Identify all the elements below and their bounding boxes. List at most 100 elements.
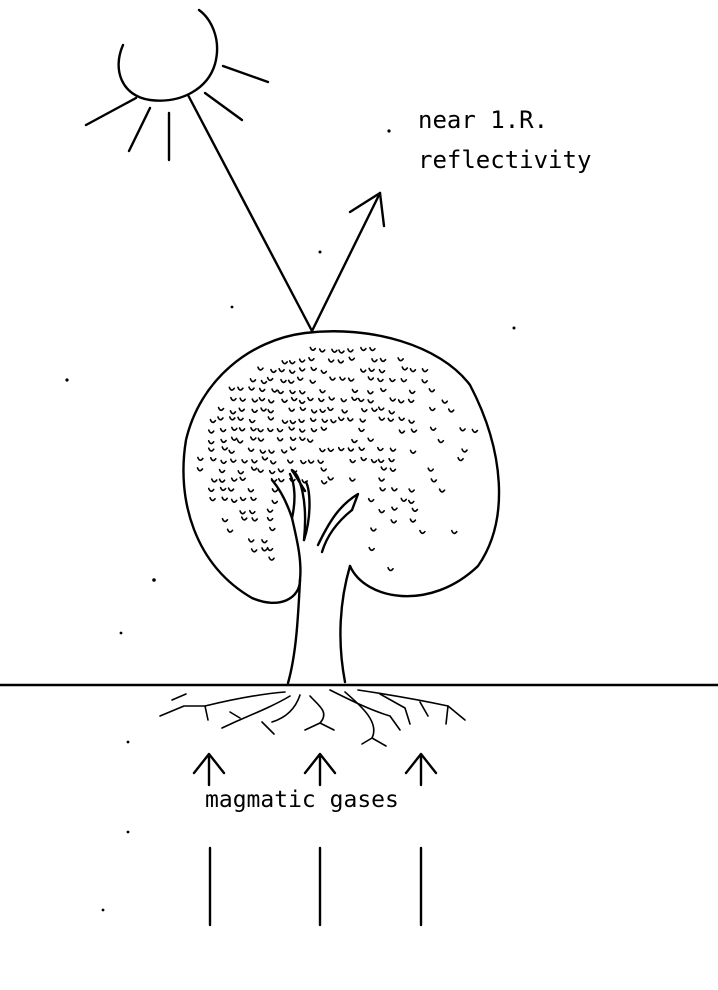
- leaf-mark: [409, 420, 414, 423]
- leaf-mark: [409, 500, 414, 503]
- leaf-mark: [281, 380, 286, 383]
- leaf-mark: [359, 399, 364, 402]
- gas-arrow: [305, 754, 335, 785]
- leaf-mark: [232, 499, 237, 502]
- leaf-mark: [292, 398, 297, 401]
- leaf-mark: [361, 369, 366, 372]
- leaf-mark: [252, 409, 257, 412]
- leaf-mark: [272, 489, 277, 492]
- leaf-mark: [349, 378, 354, 381]
- leaf-mark: [409, 400, 414, 403]
- leaf-mark: [399, 400, 404, 403]
- leaf-mark: [240, 398, 245, 401]
- leaf-mark: [411, 429, 416, 432]
- incident-ray: [188, 95, 312, 331]
- leaf-mark: [268, 429, 273, 432]
- leaf-mark: [218, 417, 223, 420]
- leaf-mark: [198, 468, 203, 471]
- leaf-mark: [232, 437, 237, 440]
- leaf-mark: [258, 438, 263, 441]
- leaf-mark: [348, 418, 353, 421]
- leaf-mark: [372, 359, 377, 362]
- leaf-mark: [300, 437, 305, 440]
- leaf-mark: [339, 417, 344, 420]
- leaf-mark: [219, 408, 224, 411]
- leaf-mark: [289, 408, 294, 411]
- leaf-mark: [209, 430, 214, 433]
- leaf-mark: [262, 548, 267, 551]
- leaf-mark: [278, 391, 283, 394]
- leaf-mark: [309, 358, 314, 361]
- leaf-mark: [240, 428, 245, 431]
- leaf-mark: [319, 399, 324, 402]
- leaf-mark: [361, 348, 366, 351]
- leaf-mark: [288, 460, 293, 463]
- leaf-mark: [422, 369, 427, 372]
- leaf-mark: [401, 498, 406, 501]
- leaf-mark: [269, 557, 274, 560]
- leaf-mark: [210, 498, 215, 501]
- leaf-mark: [260, 389, 265, 392]
- leaf-mark: [438, 440, 443, 443]
- tree-trunk: [272, 470, 358, 683]
- leaf-mark: [341, 399, 346, 402]
- leaf-mark: [348, 448, 353, 451]
- leaf-mark: [312, 410, 317, 413]
- leaf-mark: [209, 441, 214, 444]
- leaf-mark: [390, 468, 395, 471]
- leaf-mark: [379, 417, 384, 420]
- leaf-mark: [411, 450, 416, 453]
- leaf-mark: [409, 489, 414, 492]
- leaf-mark: [381, 389, 386, 392]
- leaf-mark: [388, 418, 393, 421]
- leaf-mark: [231, 459, 236, 462]
- leaf-mark: [278, 469, 283, 472]
- leaf-mark: [308, 398, 313, 401]
- leaf-mark: [360, 419, 365, 422]
- leaf-mark: [241, 498, 246, 501]
- leaf-mark: [458, 458, 463, 461]
- leaf-mark: [390, 379, 395, 382]
- leaf-mark: [369, 548, 374, 551]
- leaf-mark: [289, 427, 294, 430]
- leaf-mark: [269, 450, 274, 453]
- sun-icon: [86, 10, 268, 160]
- leaf-mark: [321, 370, 326, 373]
- leaf-mark: [359, 429, 364, 432]
- leaf-mark: [270, 528, 275, 531]
- leaf-mark: [392, 488, 397, 491]
- leaf-mark: [340, 377, 345, 380]
- leaf-mark: [291, 437, 296, 440]
- leaf-mark: [378, 379, 383, 382]
- leaf-mark: [239, 408, 244, 411]
- reflected-ray-arrow: [312, 193, 384, 331]
- leaf-mark: [268, 548, 273, 551]
- leaf-mark: [252, 549, 257, 552]
- leaf-mark: [452, 531, 457, 534]
- leaf-mark: [368, 391, 373, 394]
- leaf-mark: [252, 399, 257, 402]
- leaf-mark: [271, 370, 276, 373]
- leaf-mark: [300, 401, 305, 404]
- leaf-mark: [258, 469, 263, 472]
- leaf-mark: [429, 389, 434, 392]
- leaf-mark: [402, 367, 407, 370]
- leaf-mark: [311, 368, 316, 371]
- leaf-mark: [282, 420, 287, 423]
- leaf-mark: [251, 497, 256, 500]
- leaf-mark: [282, 361, 287, 364]
- leaf-mark: [369, 499, 374, 502]
- leaf-mark: [332, 349, 337, 352]
- leaf-mark: [250, 420, 255, 423]
- sun-ray: [86, 98, 136, 125]
- leaf-mark: [300, 391, 305, 394]
- leaf-mark: [320, 349, 325, 352]
- leaf-mark: [460, 428, 465, 431]
- leaf-mark: [311, 429, 316, 432]
- leaf-mark: [342, 410, 347, 413]
- leaf-mark: [210, 420, 215, 423]
- leaf-mark: [379, 510, 384, 513]
- leaf-mark: [328, 448, 333, 451]
- leaf-mark: [308, 439, 313, 442]
- leaf-mark: [300, 429, 305, 432]
